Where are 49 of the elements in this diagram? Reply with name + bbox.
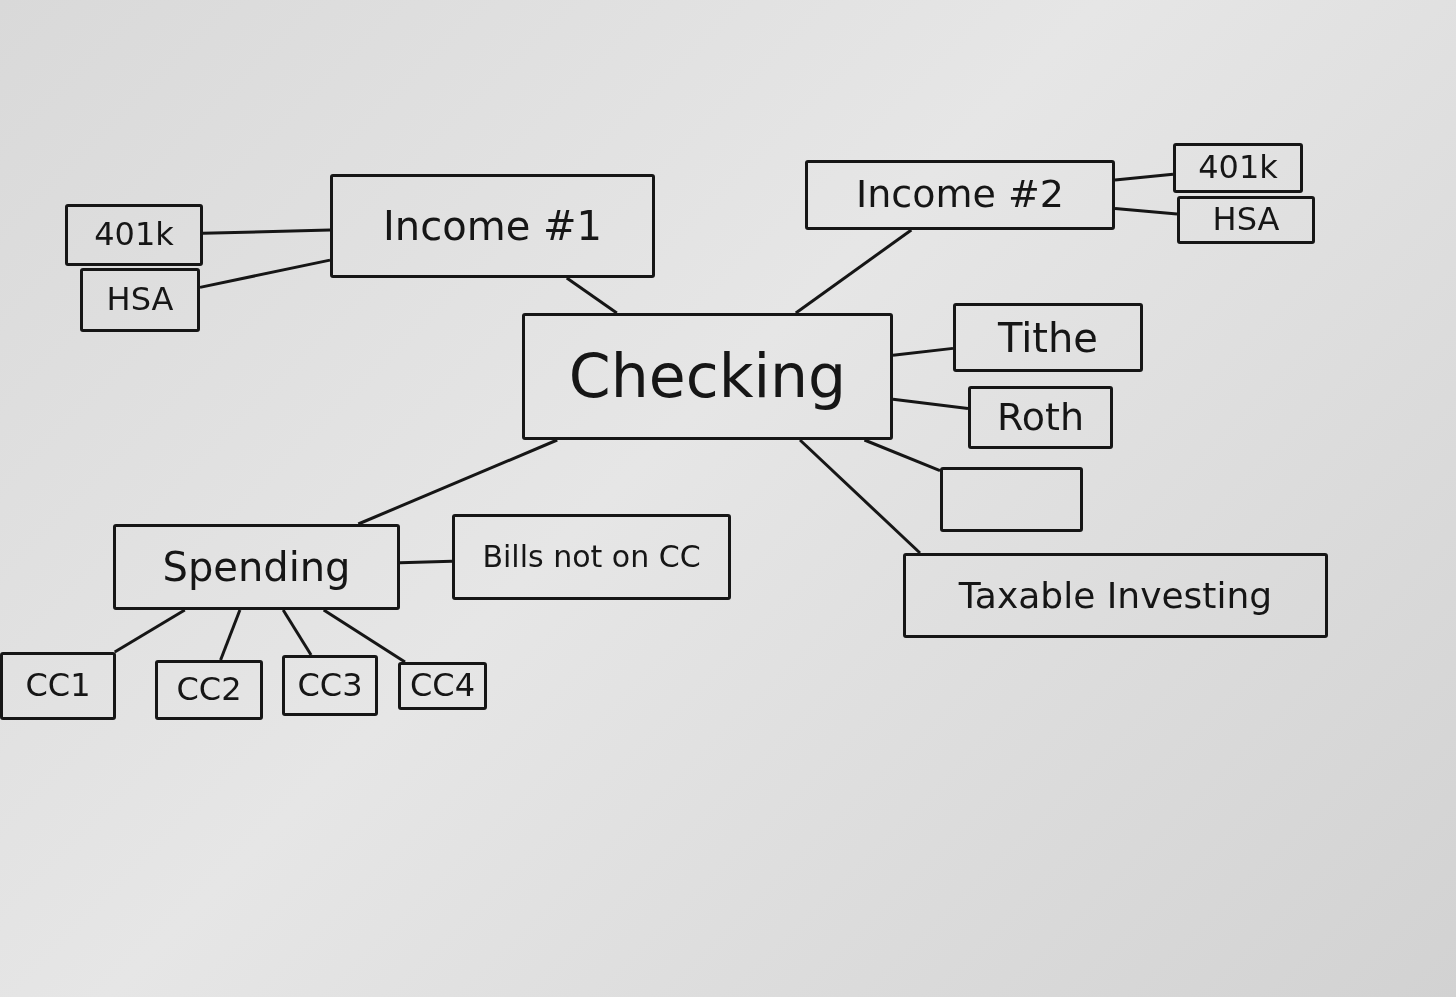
empty-box [940, 467, 1083, 532]
connector-line [202, 228, 331, 235]
account-box [968, 386, 1113, 449]
account-box [330, 174, 655, 278]
account-box [522, 313, 893, 440]
box-label: HSA [106, 283, 174, 317]
connector-line [113, 608, 186, 654]
connector-line [199, 258, 331, 289]
connector-line [892, 346, 954, 357]
box-label: Checking [568, 345, 847, 408]
connector-line [1114, 172, 1174, 182]
account-box [1177, 196, 1315, 244]
connector-line [357, 438, 558, 526]
account-box [398, 662, 487, 710]
box-label: CC3 [297, 668, 363, 703]
box-label: CC4 [409, 669, 475, 703]
box-label: Income #1 [383, 205, 602, 247]
account-box [0, 652, 116, 720]
account-box [953, 303, 1143, 372]
connector-line [281, 609, 313, 656]
account-box [113, 524, 400, 610]
box-label: CC1 [25, 669, 91, 703]
box-label: Taxable Investing [958, 576, 1273, 615]
box-label: CC2 [176, 673, 242, 707]
account-box [155, 660, 263, 720]
account-box [80, 268, 200, 332]
box-label: Income #2 [856, 175, 1064, 215]
account-box [65, 204, 203, 266]
connector-line [1114, 207, 1178, 216]
box-label: Roth [997, 397, 1084, 438]
account-box [903, 553, 1328, 638]
connector-line [892, 397, 969, 411]
connector-line [322, 608, 406, 664]
connector-line [863, 438, 941, 472]
box-label: Spending [162, 546, 351, 588]
connector-line [219, 609, 242, 661]
connector-line [399, 559, 453, 565]
box-label: 401k [94, 218, 174, 252]
connector-line [565, 276, 618, 315]
box-label: HSA [1212, 203, 1280, 237]
box-label: 401k [1198, 151, 1278, 185]
connector-line [798, 438, 922, 555]
account-box [1173, 143, 1303, 193]
box-label: Bills not on CC [482, 541, 701, 573]
box-label: Tithe [998, 316, 1098, 359]
connector-line [794, 228, 913, 315]
account-box [282, 655, 378, 716]
account-box [805, 160, 1115, 230]
account-box [452, 514, 731, 600]
